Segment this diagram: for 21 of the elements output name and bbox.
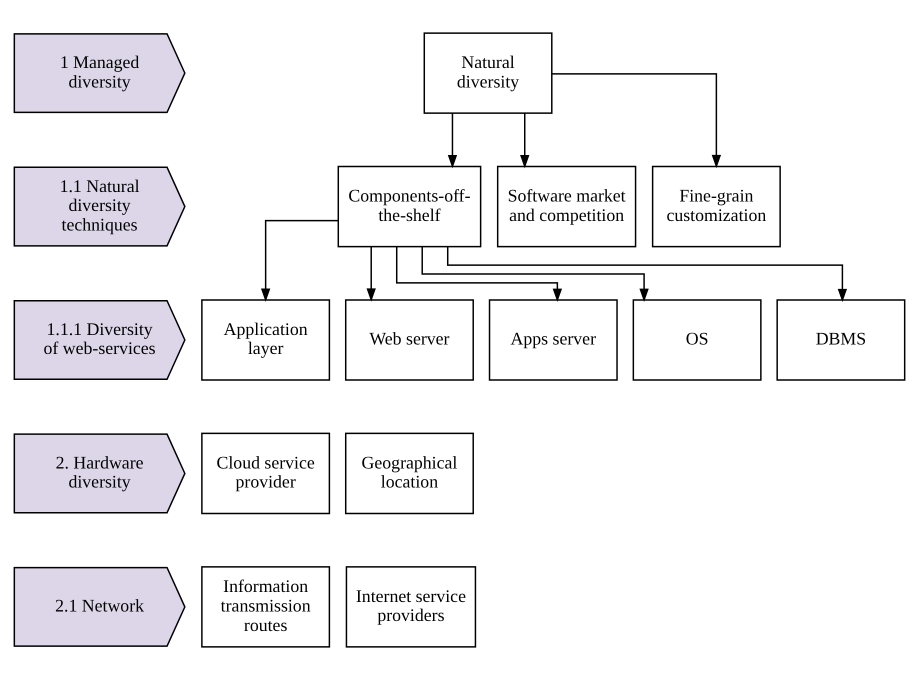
node-box: Fine-grain customization (652, 165, 781, 247)
node-box: Natural diversity (424, 32, 553, 114)
arrow (366, 246, 376, 302)
arrow (520, 112, 530, 168)
node-box: Apps server (488, 298, 618, 380)
arrow (396, 246, 562, 302)
node-box: DBMS (776, 298, 906, 380)
node-box: Application layer (201, 298, 330, 380)
node-box: Web server (344, 298, 474, 380)
node-box: Internet service providers (346, 566, 476, 648)
node-box: Components-off-the-shelf (338, 165, 482, 247)
arrow (552, 72, 722, 168)
node-box: Software market and competition (496, 165, 636, 247)
node-box: Geographical location (344, 432, 474, 514)
node-box: Cloud service provider (201, 432, 330, 514)
node-box: Information transmission routes (201, 566, 330, 648)
arrow (446, 246, 848, 302)
arrow (260, 219, 338, 302)
arrow (421, 246, 649, 302)
node-box: OS (632, 298, 762, 380)
arrow (448, 112, 458, 168)
